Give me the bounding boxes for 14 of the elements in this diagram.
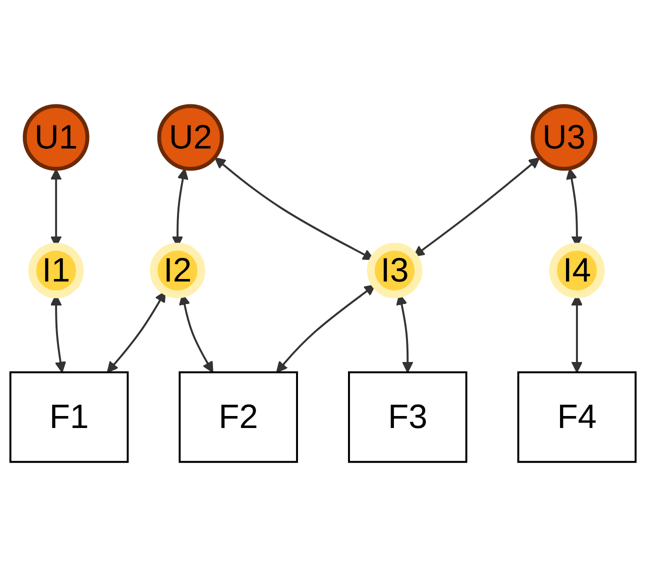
node-box: F4 (517, 371, 637, 463)
node-box: F3 (348, 371, 468, 463)
node-circle: U1 (22, 104, 90, 171)
node-box: F2 (178, 371, 298, 463)
node-circle: I3 (366, 242, 422, 298)
node-circle: U2 (157, 104, 224, 171)
node-circle: I1 (28, 242, 84, 298)
node-circle: U3 (530, 104, 598, 171)
node-circle: I2 (150, 242, 206, 298)
node-circle: I4 (549, 242, 605, 298)
arrow (276, 284, 376, 373)
arrow (413, 157, 540, 257)
arrow (106, 291, 166, 373)
node-box: F1 (9, 371, 129, 463)
